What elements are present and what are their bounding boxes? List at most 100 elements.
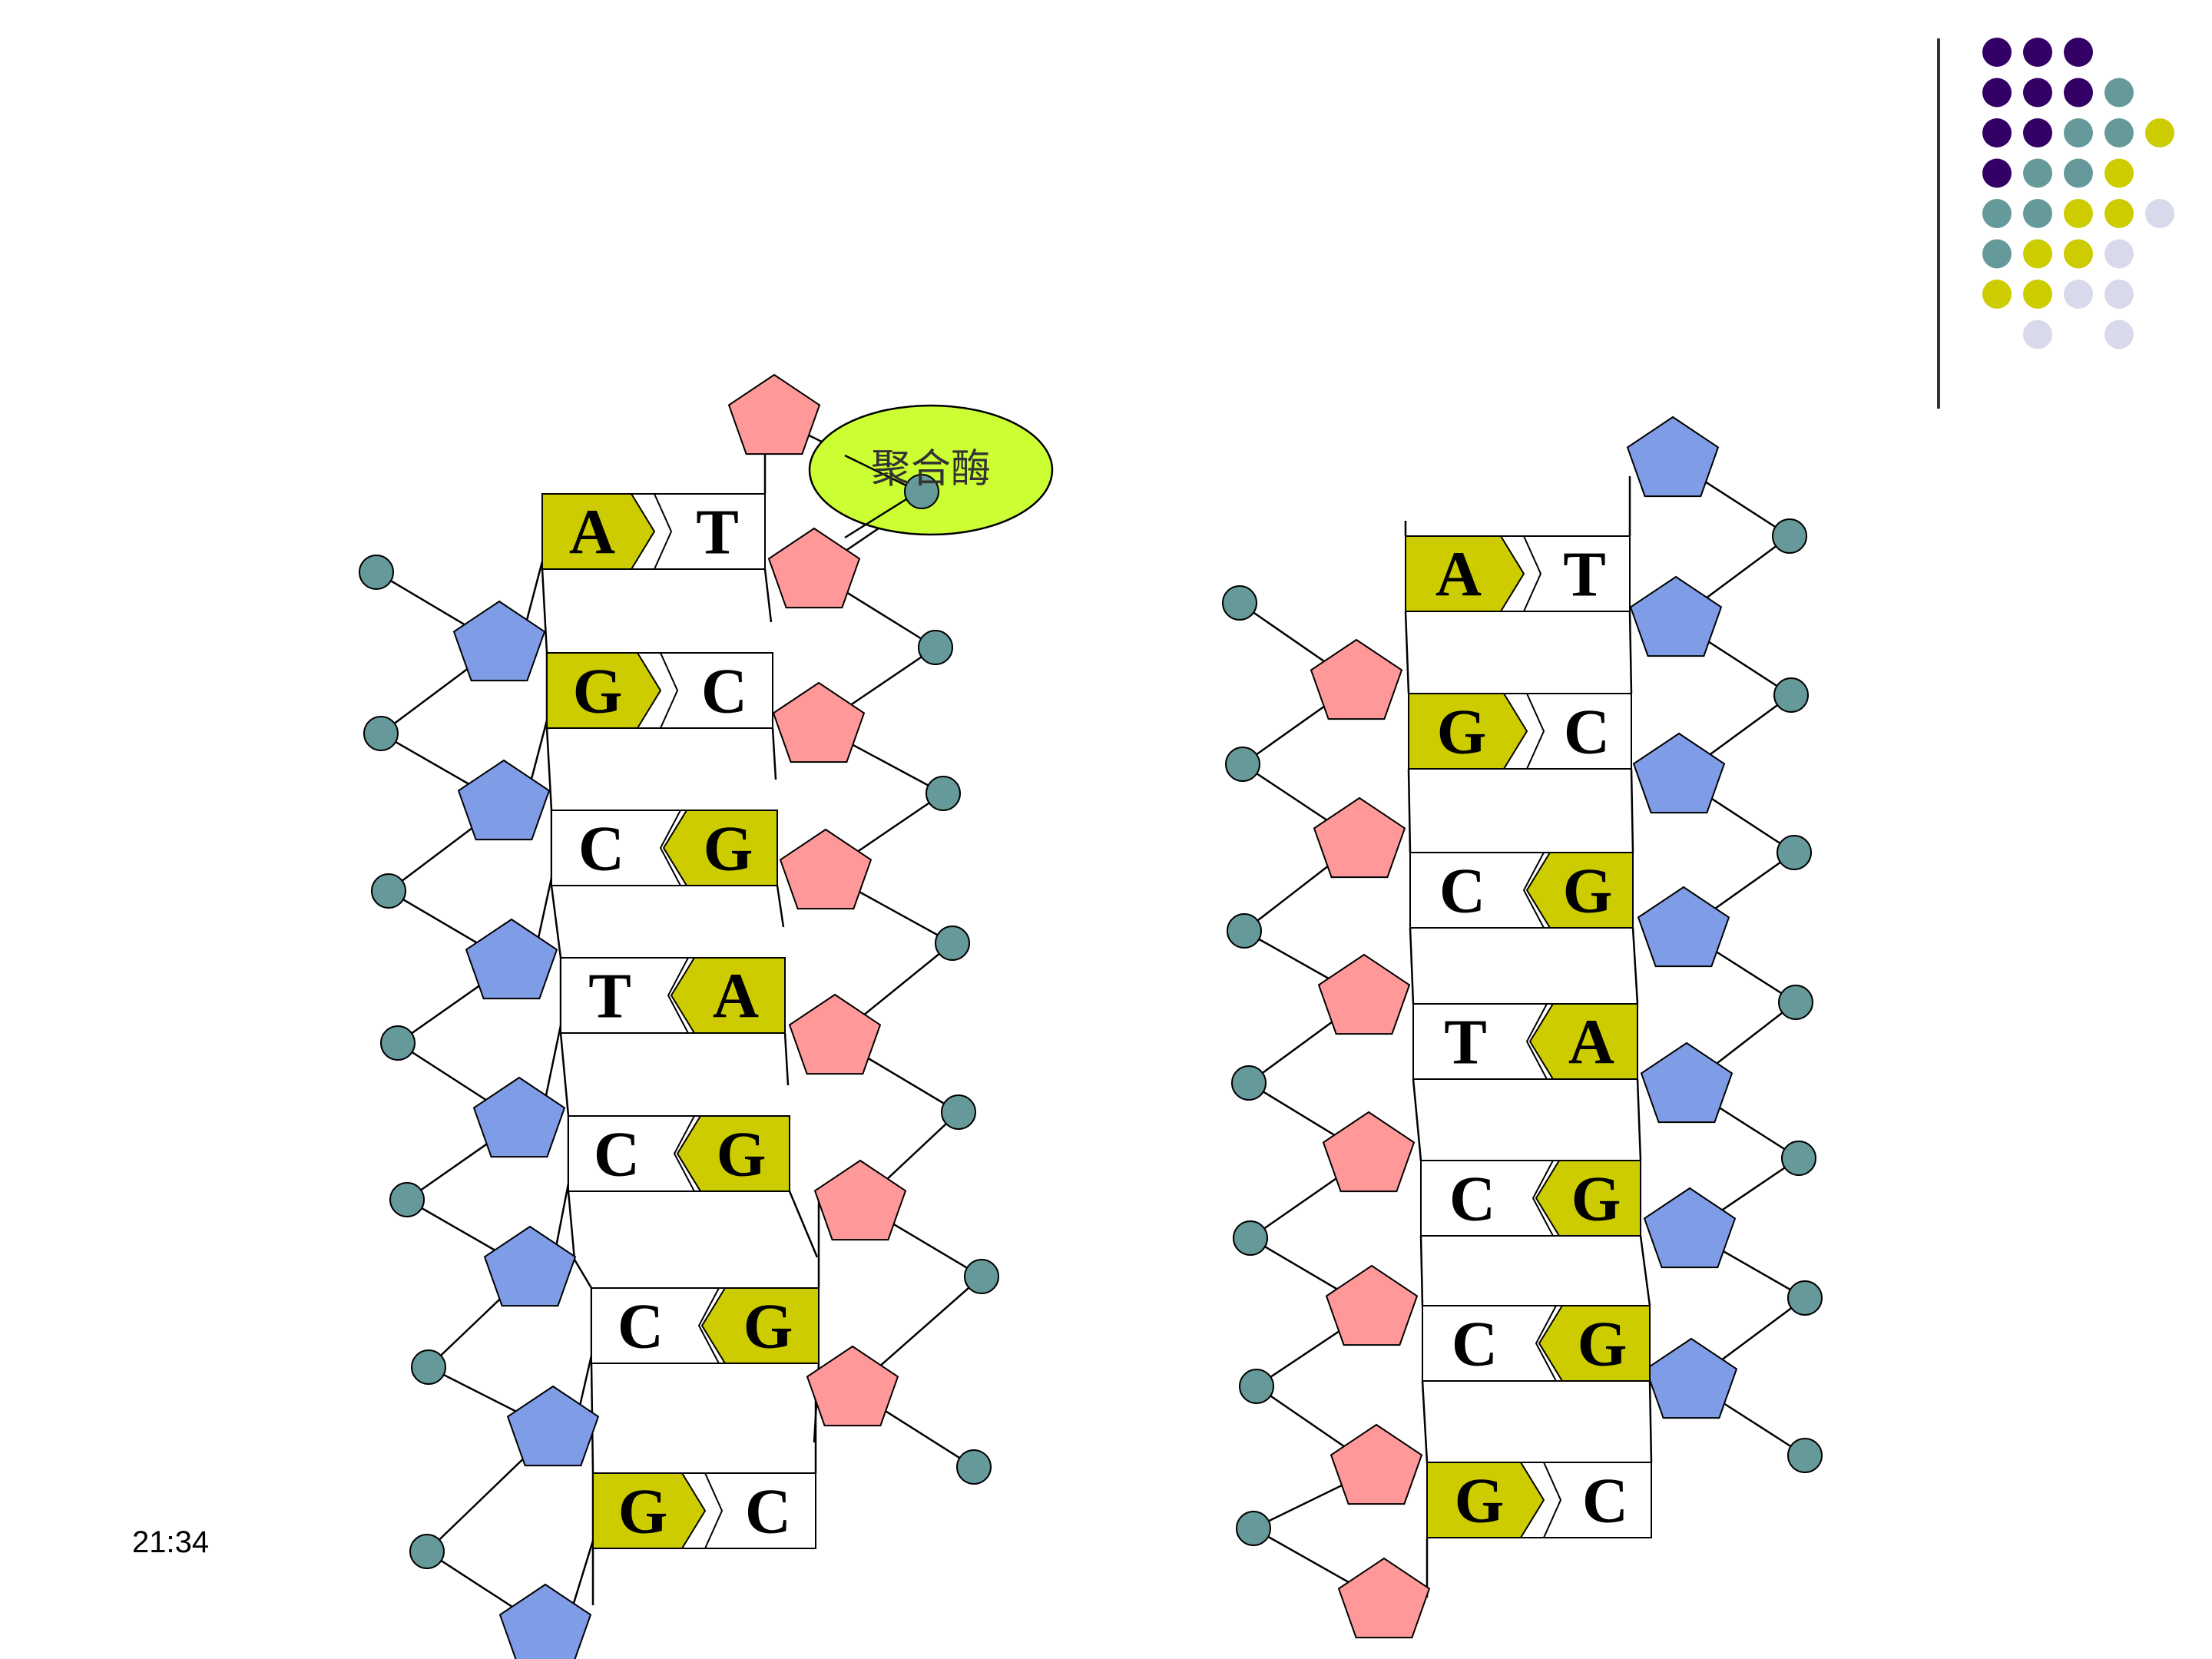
decor-dot <box>2104 158 2134 188</box>
base-g-shape <box>1525 852 1634 929</box>
base-c-shape <box>1542 1462 1652 1538</box>
backbone-bond <box>550 885 562 959</box>
base-a-shape <box>670 957 786 1034</box>
base-label: C <box>1439 856 1485 926</box>
base-label: C <box>578 813 624 884</box>
backbone-bond <box>1648 1380 1653 1463</box>
base-g-shape <box>676 1115 790 1192</box>
backbone-bond <box>776 885 785 928</box>
phosphate-circle <box>941 1094 976 1130</box>
base-t-shape <box>653 493 766 570</box>
deoxyribose-pentagon <box>1325 1264 1419 1346</box>
decor-dot <box>1982 199 2012 228</box>
decor-dot <box>2145 118 2174 147</box>
phosphate-circle <box>371 873 406 909</box>
phosphate-circle <box>1781 1141 1816 1176</box>
base-label: C <box>745 1476 791 1547</box>
polymerase-label: 聚合酶 <box>871 446 991 492</box>
backbone-bond <box>1419 1235 1424 1306</box>
backbone-bond <box>1412 1078 1422 1161</box>
phosphate-circle <box>964 1259 999 1294</box>
decor-dot <box>2023 280 2052 309</box>
backbone-bond <box>1639 1235 1651 1306</box>
base-label: G <box>717 1119 767 1190</box>
base-label: T <box>588 961 631 1031</box>
deoxyribose-pentagon <box>1330 1423 1423 1505</box>
base-g-shape <box>662 810 778 886</box>
decor-dot <box>2064 118 2093 147</box>
base-label: C <box>1564 697 1610 767</box>
phosphate-circle <box>1787 1438 1823 1473</box>
deoxyribose-pentagon <box>1310 638 1403 720</box>
phosphate-circle <box>935 926 970 961</box>
backbone-bond <box>541 568 548 654</box>
phosphate-circle <box>1773 677 1809 713</box>
deoxyribose-pentagon <box>1644 1337 1738 1419</box>
backbone-bond <box>545 727 553 811</box>
deoxyribose-pentagon <box>1640 1041 1734 1124</box>
decor-dot <box>2023 320 2052 349</box>
base-g-shape <box>546 652 662 729</box>
deoxyribose-pentagon <box>813 1159 907 1241</box>
base-label: C <box>1582 1465 1628 1536</box>
base-c-shape <box>1409 852 1545 929</box>
decor-dot <box>1982 78 2012 108</box>
base-a-shape <box>1405 535 1525 612</box>
phosphate-circle <box>409 1534 445 1569</box>
phosphate-circle <box>1227 913 1262 949</box>
deoxyribose-pentagon <box>506 1385 600 1467</box>
deoxyribose-pentagon <box>483 1225 577 1307</box>
deoxyribose-pentagon <box>452 600 546 682</box>
deoxyribose-pentagon <box>1629 575 1723 657</box>
deoxyribose-pentagon <box>1626 416 1720 498</box>
base-label: G <box>618 1476 668 1547</box>
deoxyribose-pentagon <box>779 828 873 910</box>
phosphate-circle <box>904 474 939 509</box>
decor-dot <box>2023 78 2052 108</box>
decor-dot <box>1982 118 2012 147</box>
backbone-bond <box>1404 611 1410 694</box>
base-label: C <box>701 656 747 727</box>
decor-dot <box>1982 158 2012 188</box>
decorative-dot-grid <box>1982 38 2174 349</box>
decor-dot <box>2064 280 2093 309</box>
base-label: A <box>569 497 615 568</box>
deoxyribose-pentagon <box>1317 953 1411 1035</box>
base-c-shape <box>704 1472 816 1549</box>
decor-dot <box>1982 280 2012 309</box>
base-label: T <box>1444 1007 1487 1078</box>
phosphate-circle <box>359 555 394 590</box>
backbone-bond <box>1630 768 1634 853</box>
decor-dot <box>1982 38 2012 67</box>
base-c-shape <box>591 1287 720 1364</box>
polymerase-enzyme: 聚合酶 <box>808 404 1054 539</box>
backbone-bond <box>1407 768 1412 853</box>
phosphate-circle <box>918 630 953 665</box>
decor-dot <box>2104 199 2134 228</box>
base-label: G <box>1578 1309 1628 1379</box>
base-c-shape <box>659 652 773 729</box>
phosphate-circle <box>1233 1220 1268 1256</box>
base-g-shape <box>1426 1462 1545 1538</box>
base-label: C <box>618 1291 664 1362</box>
phosphate-circle <box>1231 1065 1267 1101</box>
phosphate-circle <box>363 716 399 751</box>
decor-dot <box>2064 239 2093 269</box>
base-t-shape <box>1412 1003 1548 1080</box>
decor-dot <box>2104 118 2134 147</box>
decor-dot <box>2145 199 2174 228</box>
backbone-bond <box>1631 927 1639 1005</box>
base-label: A <box>1435 539 1482 610</box>
decor-dot <box>2064 78 2093 108</box>
decor-dot <box>2023 158 2052 188</box>
